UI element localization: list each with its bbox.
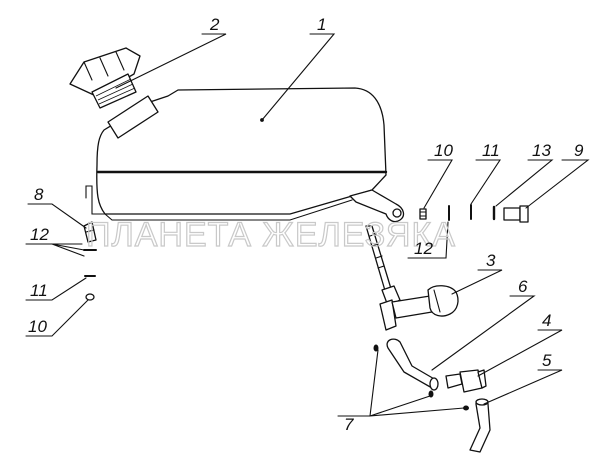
left-fasteners [83, 221, 97, 301]
right-fasteners [419, 204, 529, 223]
callout-10-right: 10 [434, 141, 453, 160]
hose-connector [445, 369, 487, 393]
callout-12-left: 12 [30, 225, 49, 244]
callout-11-right: 11 [482, 141, 500, 160]
callout-5: 5 [542, 351, 552, 370]
leader-lines [25, 33, 590, 417]
hose-lower [469, 398, 491, 453]
callout-1: 1 [317, 15, 326, 34]
callout-13: 13 [532, 141, 551, 160]
callout-9: 9 [574, 141, 584, 160]
callout-3: 3 [486, 251, 496, 270]
callout-6: 6 [518, 277, 528, 296]
hose-clamps [373, 344, 469, 411]
callout-7: 7 [344, 415, 354, 434]
callout-11-left: 11 [30, 281, 48, 300]
callout-4: 4 [542, 311, 551, 330]
callout-12-right: 12 [414, 239, 433, 258]
washer-pump [365, 225, 459, 331]
filler-cap [69, 47, 141, 109]
watermark-text: ПЛАНЕТА ЖЕЛЕЗЯКА [86, 216, 456, 254]
callout-10-left: 10 [28, 317, 47, 336]
callout-8: 8 [34, 185, 44, 204]
hose-upper [386, 338, 439, 391]
callout-2: 2 [209, 15, 220, 34]
reservoir-tank [85, 87, 405, 223]
